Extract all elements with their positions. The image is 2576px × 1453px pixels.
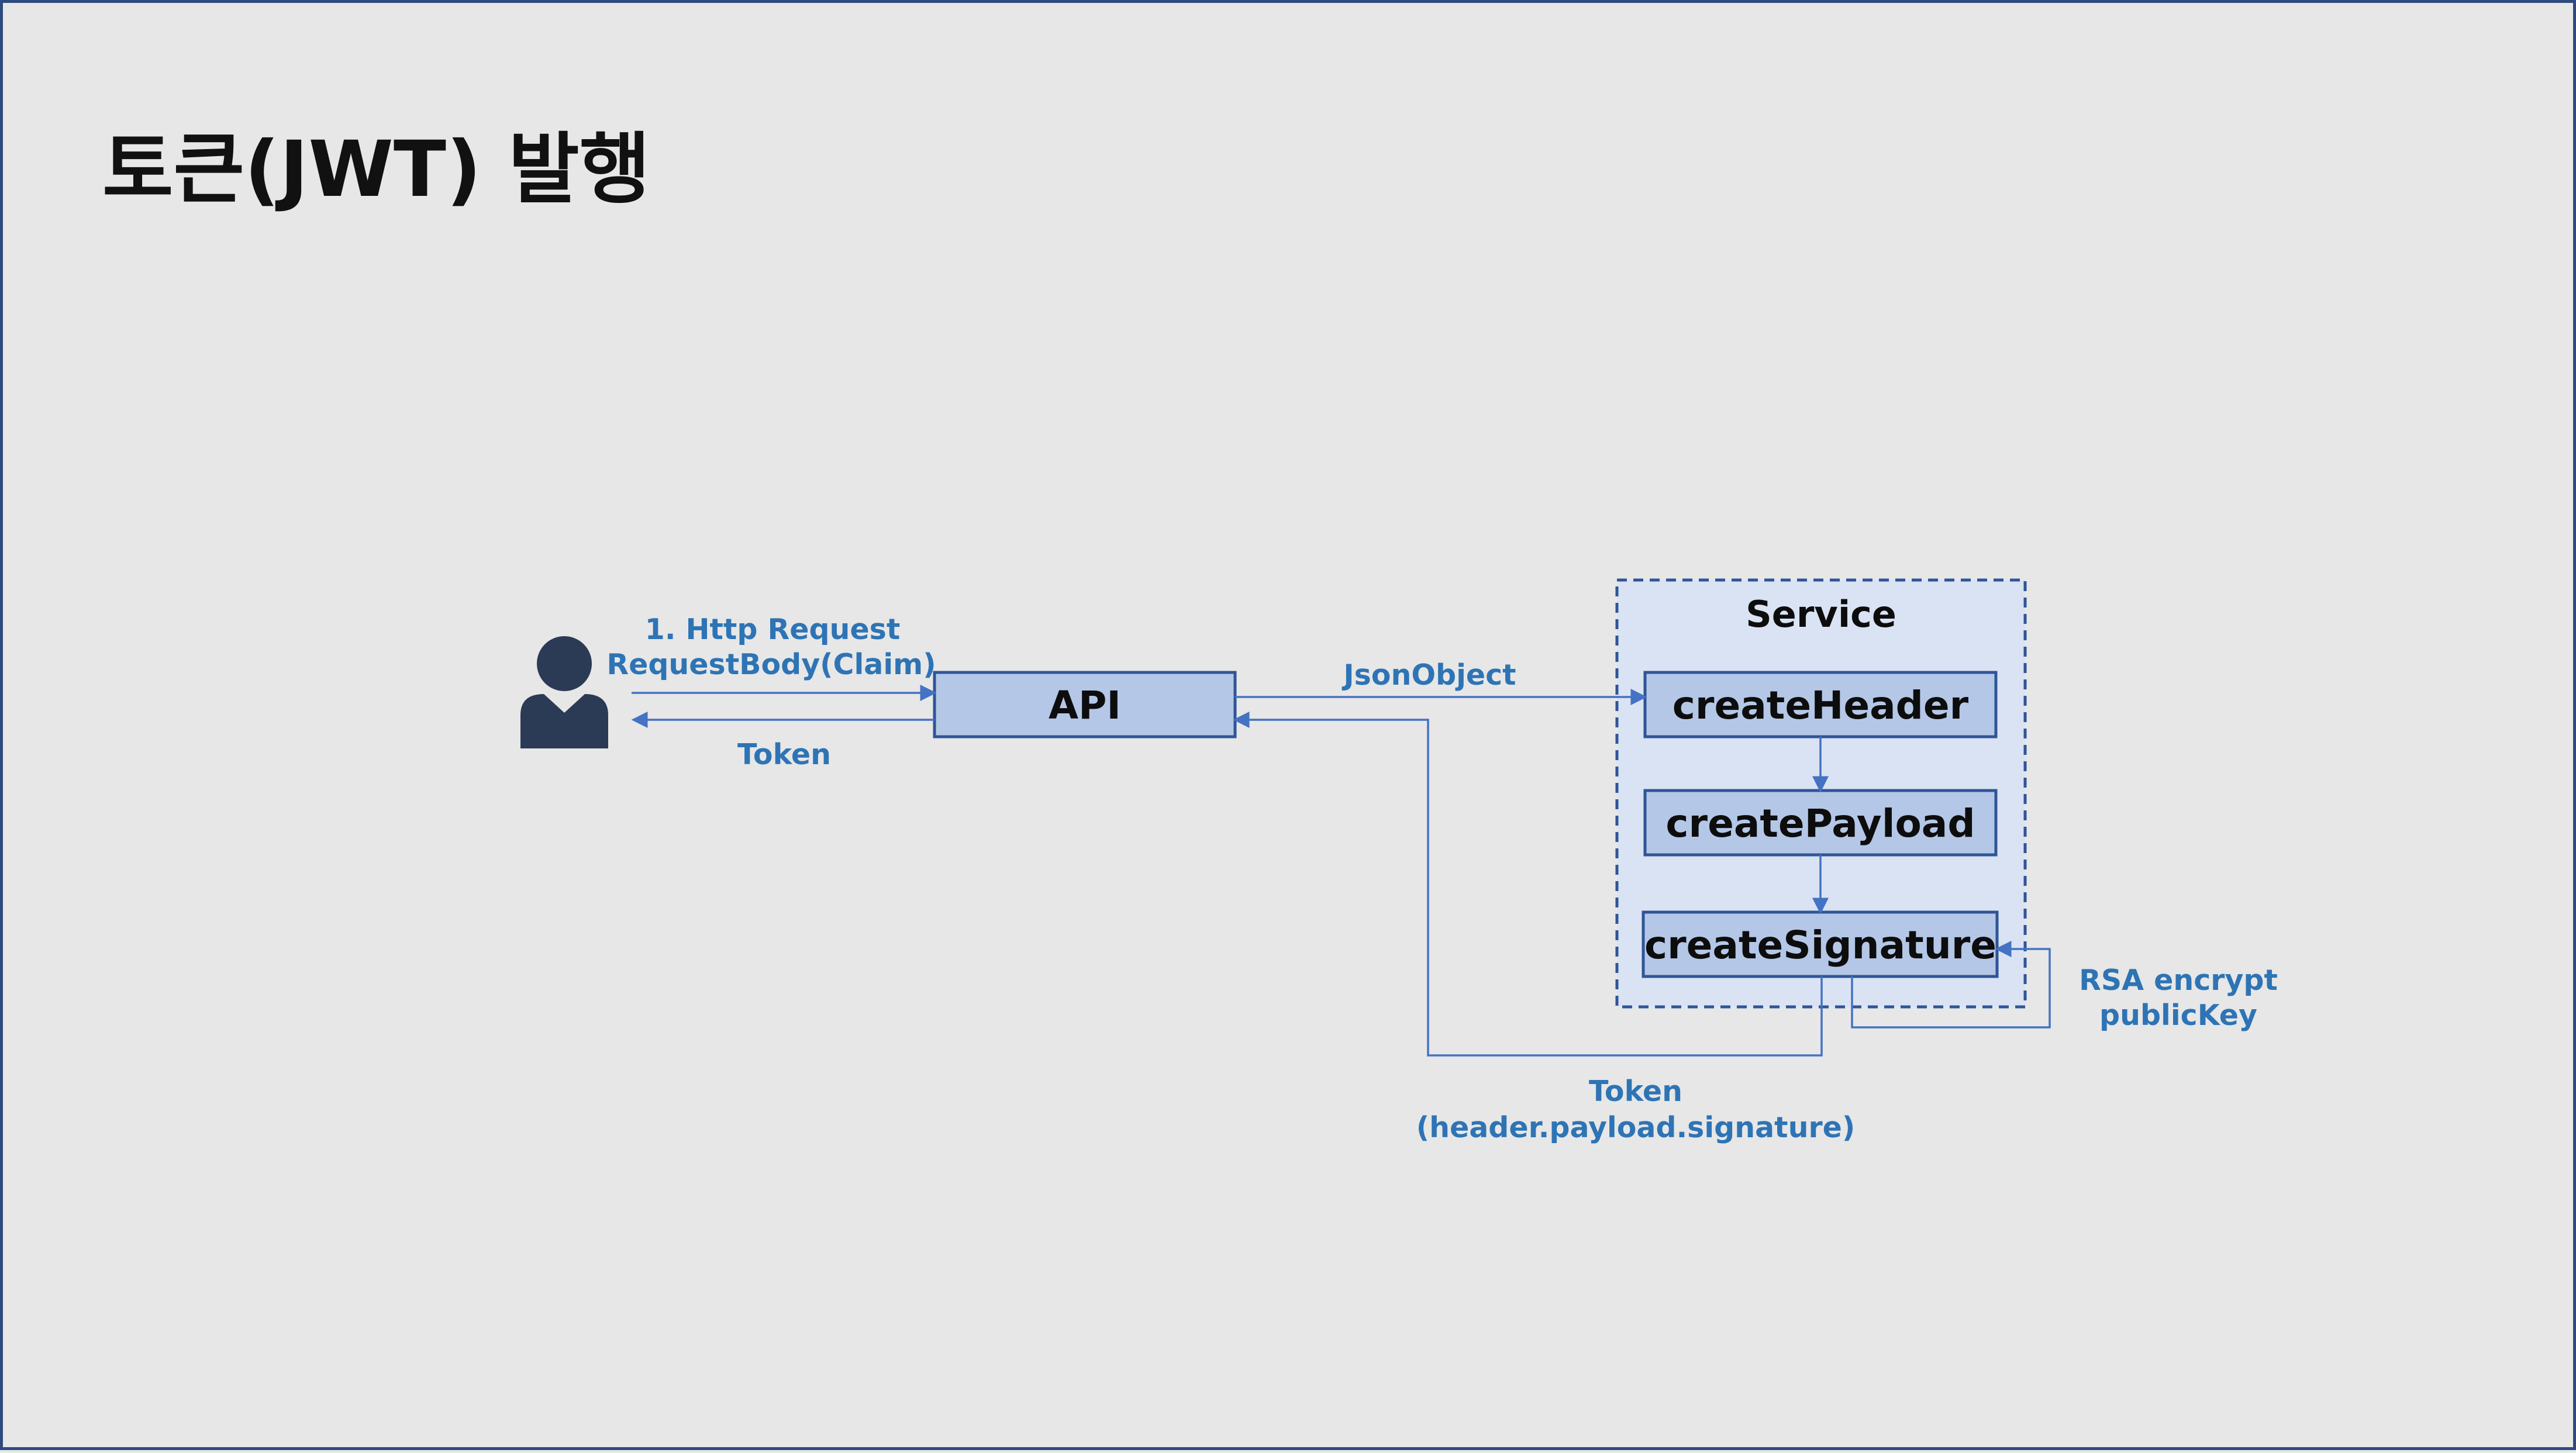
create-header-node: createHeader [1643, 671, 1998, 738]
rsa-label-line2: publicKey [2099, 999, 2257, 1032]
token-return-arrow [1233, 712, 1823, 1057]
rsa-label-line1: RSA encrypt [2079, 964, 2278, 997]
page-title: 토큰(JWT) 발행 [102, 125, 650, 215]
create-signature-node: createSignature [1642, 910, 1999, 978]
create-payload-label: createPayload [1665, 801, 1975, 846]
create-signature-label: createSignature [1644, 923, 1996, 968]
create-payload-node: createPayload [1643, 789, 1998, 857]
request-label-line1: 1. Http Request [645, 613, 901, 646]
token-return-label-line1: Token [1589, 1075, 1682, 1108]
api-label: API [1049, 683, 1121, 728]
token-response-label: Token [737, 738, 831, 771]
rsa-loop-arrow [1851, 941, 2051, 1029]
create-header-label: createHeader [1672, 683, 1969, 728]
api-node: API [933, 671, 1237, 738]
jwt-flow-diagram: 토큰(JWT) 발행 Service API createHeader crea… [102, 125, 2278, 1144]
request-label-line2: RequestBody(Claim) [606, 648, 936, 681]
json-object-label: JsonObject [1342, 658, 1516, 692]
service-label: Service [1746, 593, 1896, 636]
user-icon [520, 636, 608, 748]
token-return-label-line2: (header.payload.signature) [1416, 1111, 1856, 1144]
